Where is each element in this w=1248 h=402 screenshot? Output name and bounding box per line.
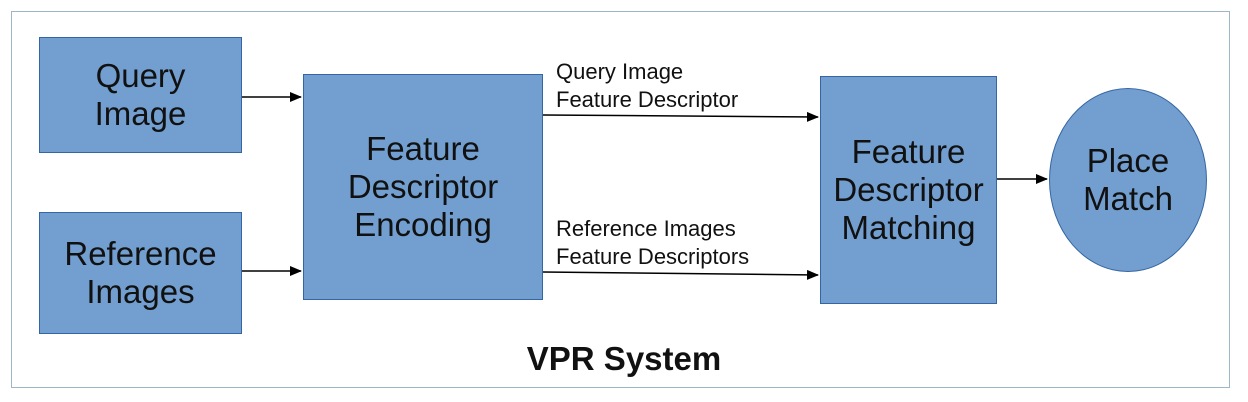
vpr-system-frame [11, 11, 1230, 388]
diagram-caption: VPR System [526, 340, 722, 377]
reference-images-node: Reference Images [39, 212, 242, 334]
feature-descriptor-matching-node: Feature Descriptor Matching [820, 76, 997, 304]
feature-descriptor-encoding-node: Feature Descriptor Encoding [303, 74, 543, 300]
arrow-encoding-to-matching-query [542, 111, 819, 122]
query-descriptor-label: Query Image Feature Descriptor [556, 59, 739, 112]
query-image-node: Query Image [39, 37, 242, 153]
arrow-encoding-to-matching-reference [542, 269, 819, 280]
reference-descriptors-label: Reference Images Feature Descriptors [556, 216, 750, 269]
place-match-node: Place Match [1049, 88, 1207, 272]
